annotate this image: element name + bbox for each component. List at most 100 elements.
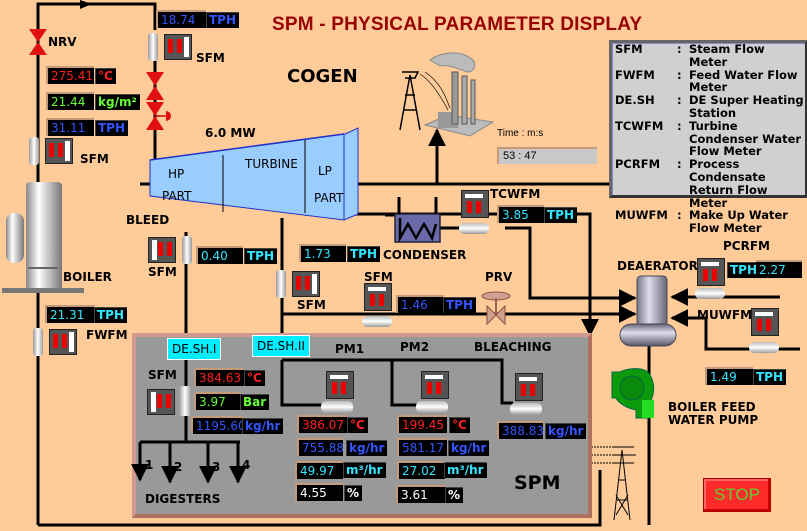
pm1-meter-icon [321,371,354,417]
unit-label: TPH [544,207,578,223]
flow-meter-icon [362,283,392,329]
top-steam-flow-readout: 18.74 [156,10,206,28]
unit-label: °C [244,370,265,386]
bleed-label: BLEED [126,213,170,227]
time-display: 53 : 47 [497,147,597,164]
bleaching-meter-icon [510,373,543,419]
unit-label: TPH [347,246,381,262]
hp-label: HP [168,167,185,181]
flow-meter-icon [33,328,79,356]
unit-label: TPH [95,120,129,136]
prv-flow-readout: 1.46 [396,295,444,313]
desh2-station[interactable]: DE.SH.II [252,335,310,357]
pm2-flow-readout: 581.17 [397,438,447,456]
unit-label: kg/hr [545,423,587,439]
desh1-flow-readout: 1195.60 [191,416,246,434]
pm2-volflow-readout: 27.02 [397,461,445,479]
unit-label: % [445,487,464,503]
deaerator-icon [619,275,677,347]
turbine-label: TURBINE [245,157,298,171]
unit-label: °C [449,417,470,433]
digester-number: 1 [145,458,154,472]
unit-label: TPH [206,12,240,28]
muwfm-label: MUWFM [697,308,753,322]
power-pylon-icon [588,446,636,521]
nrv-label: NRV [48,35,77,49]
unit-label: % [344,485,363,501]
fwfm-label: FWFM [86,328,128,342]
turbine-icon [149,127,359,221]
legend-row: FWFM:Feed Water Flow Meter [615,67,798,95]
desh1-station[interactable]: DE.SH.I [167,338,222,360]
prv-label: PRV [485,270,513,284]
legend-row: DE.SH:DE Super Heating Station [615,93,804,120]
legend-row: MUWFM:Make Up Water Flow Meter [615,208,788,236]
unit-label: m³/hr [343,462,386,478]
sfm-label: SFM [148,368,177,382]
lp-label: LP [318,164,332,178]
time-label: Time : m:s [497,128,544,139]
boiler-feed-pump-label-2: WATER PUMP [668,413,759,427]
bleaching-label: BLEACHING [474,340,552,354]
pm1-percent-readout: 4.55 [295,483,343,501]
flow-meter-icon [276,270,322,298]
main-steam-pressure-readout: 21.44 [46,92,94,110]
page-title: SPM - PHYSICAL PARAMETER DISPLAY [272,14,643,35]
desh1-temp-readout: 384.63 [194,368,244,386]
tcwfm-label: TCWFM [490,187,541,201]
boiler-icon [2,182,84,293]
cogen-label: COGEN [287,66,358,87]
flow-meter-icon [29,137,75,165]
unit-label: TPH [244,248,278,264]
unit-label: kg/hr [346,440,388,456]
tcwfm-meter-icon [459,190,489,236]
pm2-percent-readout: 3.61 [396,485,446,503]
sfm-label: SFM [297,298,326,312]
deaerator-label: DEAERATOR [617,259,698,273]
feed-water-flow-readout: 21.31 [45,305,95,323]
pm1-temp-readout: 386.07 [297,415,347,433]
unit-label: °C [347,417,368,433]
unit-label: TPH [753,369,787,385]
legend-row: SFM:Steam Flow Meter [615,42,765,69]
turbine-power-label: 6.0 MW [205,126,256,140]
muw-flow-readout: 1.49 [705,367,753,385]
tcw-flow-readout: 3.85 [497,205,544,223]
pm2-meter-icon [416,371,449,417]
pm1-flow-readout: 755.88 [297,438,344,456]
digesters-label: DIGESTERS [145,492,221,506]
unit-label: Bar [240,394,270,410]
condenser-label: CONDENSER [383,248,467,262]
flow-meter-icon [148,236,194,264]
pm1-volflow-readout: 49.97 [295,461,343,479]
digester-number: 2 [174,460,183,474]
bleaching-flow-readout: 388.83 [497,421,544,439]
pm1-label: PM1 [335,342,365,356]
desh1-pressure-readout: 3.97 [194,392,240,410]
pm2-temp-readout: 199.45 [397,415,447,433]
digester-number: 3 [212,460,221,474]
boiler-feed-pump-icon [611,368,655,419]
lp-part-label: PART [314,191,344,205]
unit-label: kg/hr [242,418,284,434]
hp-part-label: PART [162,189,192,203]
main-steam-temp-readout: 275.41 [46,66,94,84]
muwfm-meter-icon [749,308,779,354]
unit-label: kg/hr [448,440,490,456]
pcrfm-meter-icon [695,258,725,304]
boiler-label: BOILER [63,270,112,284]
legend-row: TCWFM:Turbine Condenser Water Flow Meter [615,118,802,159]
pm2-label: PM2 [400,340,430,354]
sfm-label: SFM [148,265,177,279]
sfm-label: SFM [364,270,393,284]
condenser-icon [394,197,441,243]
main-steam-flow-readout: 31.11 [46,118,94,136]
unit-label: TPH [727,262,761,278]
unit-label: m³/hr [444,462,487,478]
flow-meter-icon [147,386,193,416]
stop-button[interactable]: STOP [703,478,771,512]
digester-number: 4 [242,458,251,472]
unit-label: TPH [94,307,128,323]
pcrfm-label: PCRFM [723,239,770,253]
spm-label: SPM [514,472,561,494]
